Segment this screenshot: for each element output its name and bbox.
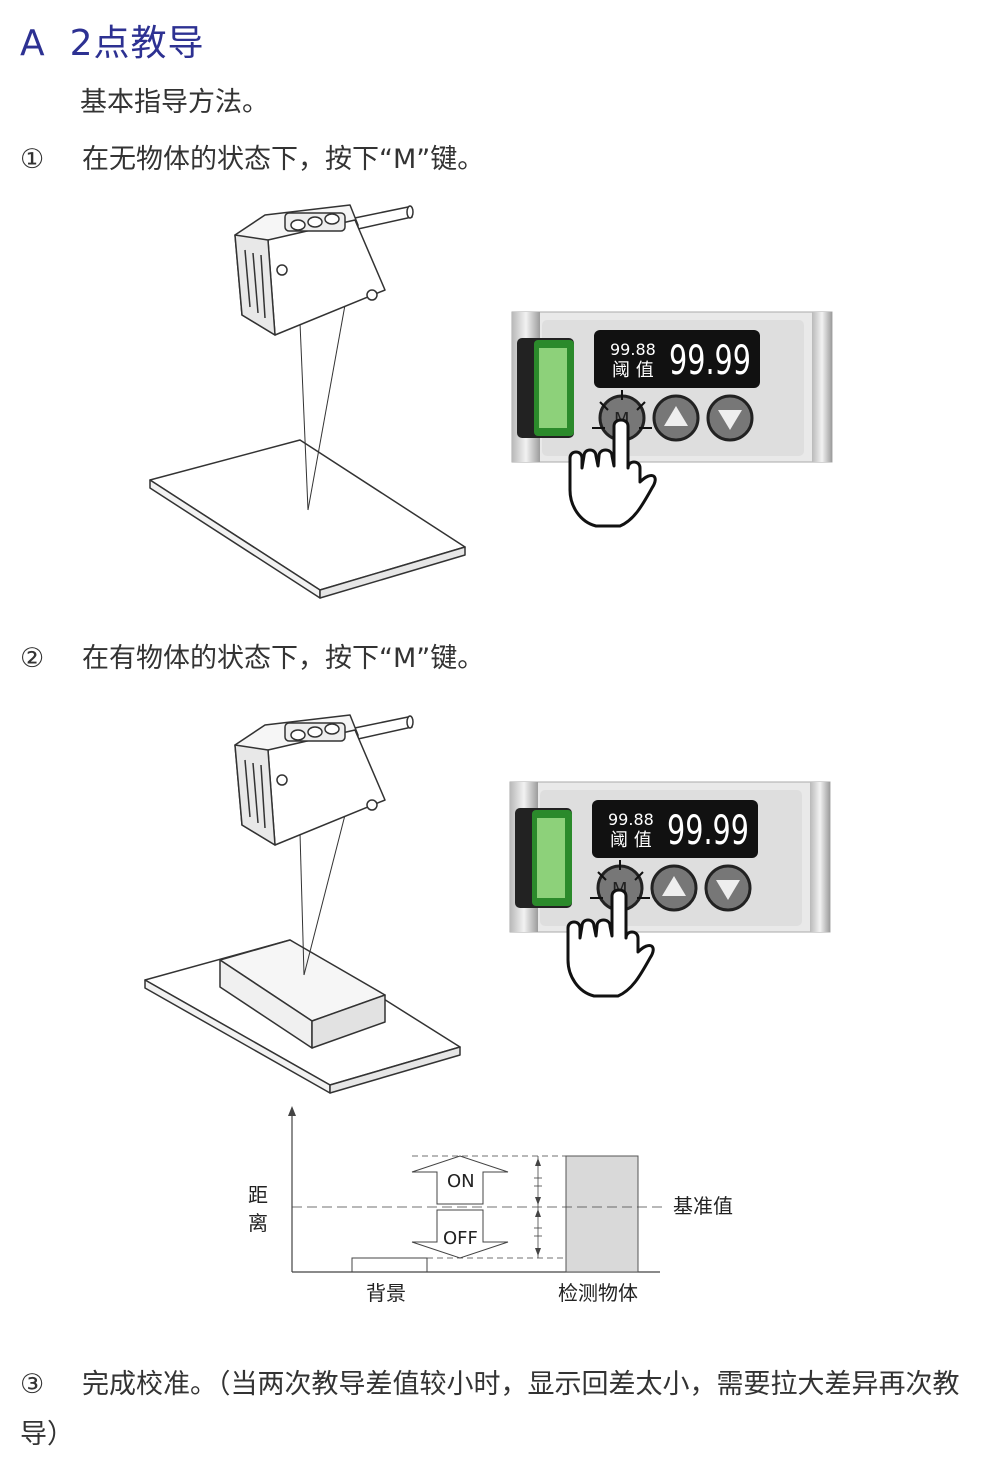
step-1: ① 在无物体的状态下，按下“M”键。 bbox=[20, 137, 484, 176]
sensor-illustration-1 bbox=[149, 204, 466, 599]
on-label: ON bbox=[447, 1171, 475, 1192]
lcd-big-value: 99.99 bbox=[669, 338, 751, 384]
control-panel-1: 99.88 阈 值 99.99 M bbox=[511, 311, 833, 528]
step-2-text: 在有物体的状态下，按下“M”键。 bbox=[82, 643, 485, 674]
intro-text: 基本指导方法。 bbox=[80, 87, 269, 118]
press-burst-icon bbox=[590, 860, 650, 899]
step-3-number: ③ bbox=[20, 1369, 45, 1400]
section-title-text: 2点教导 bbox=[69, 23, 205, 64]
lcd-label: 阈 值 bbox=[610, 830, 652, 851]
y-axis-label-2: 离 bbox=[248, 1211, 268, 1235]
section-title: A 2点教导 bbox=[20, 14, 205, 66]
lcd-big-value: 99.99 bbox=[667, 808, 749, 854]
down-button[interactable] bbox=[706, 394, 754, 442]
status-led bbox=[539, 348, 567, 428]
step-1-text: 在无物体的状态下，按下“M”键。 bbox=[82, 144, 485, 175]
lcd-small-value: 99.88 bbox=[608, 810, 654, 829]
status-led bbox=[537, 818, 565, 898]
down-arrow-icon bbox=[716, 880, 740, 900]
step-1-number: ① bbox=[20, 144, 45, 175]
step-2-number: ② bbox=[20, 643, 45, 674]
up-button[interactable] bbox=[652, 394, 700, 442]
step-2: ② 在有物体的状态下，按下“M”键。 bbox=[20, 636, 484, 675]
down-arrow-icon bbox=[718, 410, 742, 430]
lcd-display bbox=[592, 800, 758, 858]
reference-label: 基准值 bbox=[673, 1194, 733, 1218]
control-panel-2: 99.88 阈 值 99.99 M bbox=[509, 781, 831, 998]
off-label: OFF bbox=[443, 1228, 478, 1249]
background-label: 背景 bbox=[366, 1281, 406, 1305]
up-arrow-icon bbox=[664, 406, 688, 426]
lcd-small-value: 99.88 bbox=[610, 340, 656, 359]
detected-object-label: 检测物体 bbox=[558, 1281, 638, 1305]
section-letter: A bbox=[20, 23, 46, 64]
hand-pointer-icon bbox=[566, 888, 655, 998]
y-axis-label-1: 距 bbox=[248, 1183, 268, 1207]
sensor-illustration-2 bbox=[144, 714, 461, 1094]
down-button[interactable] bbox=[704, 864, 752, 912]
lcd-display bbox=[594, 330, 760, 388]
threshold-diagram: ON OFF 距 离 基准值 背景 检测物体 bbox=[248, 1106, 733, 1305]
hand-pointer-icon bbox=[568, 418, 657, 528]
lcd-label: 阈 值 bbox=[612, 360, 654, 381]
press-burst-icon bbox=[592, 390, 652, 429]
up-arrow-icon bbox=[662, 876, 686, 896]
up-button[interactable] bbox=[650, 864, 698, 912]
step-3-text: 完成校准。（当两次教导差值较小时，显示回差太小，需要拉大差异再次教导） bbox=[20, 1369, 960, 1450]
